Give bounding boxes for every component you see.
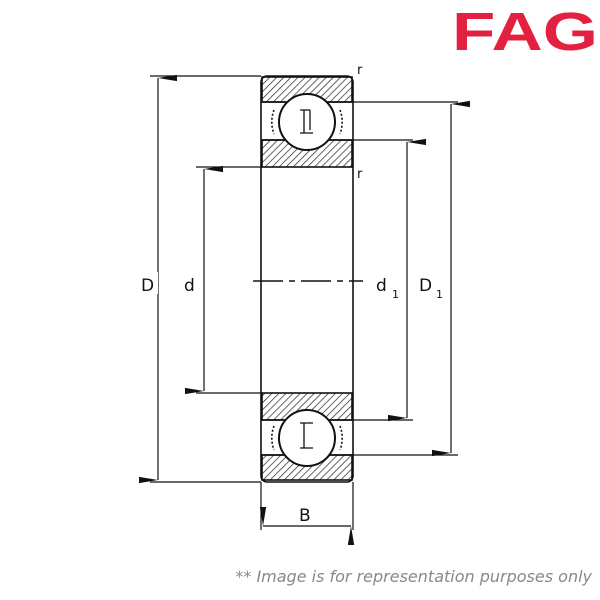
dimension-lines bbox=[138, 74, 471, 546]
label-D1: D bbox=[419, 276, 432, 296]
label-D1-sub: 1 bbox=[436, 288, 443, 301]
bearing-outline bbox=[253, 75, 363, 483]
label-r-inner: r bbox=[357, 167, 363, 182]
label-d: d bbox=[184, 276, 195, 296]
svg-text:FAG: FAG bbox=[452, 6, 598, 56]
label-r-top: r bbox=[357, 63, 363, 78]
label-B: B bbox=[299, 506, 311, 526]
label-d1-sub: 1 bbox=[392, 288, 399, 301]
disclaimer-text: ** Image is for representation purposes … bbox=[235, 567, 592, 586]
fag-logo: FAG bbox=[452, 6, 598, 56]
bearing-diagram: D d d 1 D 1 B r r bbox=[138, 63, 471, 546]
dimension-labels: D d d 1 D 1 B r r bbox=[140, 63, 448, 526]
label-D: D bbox=[141, 276, 154, 296]
label-d1: d bbox=[376, 276, 387, 296]
